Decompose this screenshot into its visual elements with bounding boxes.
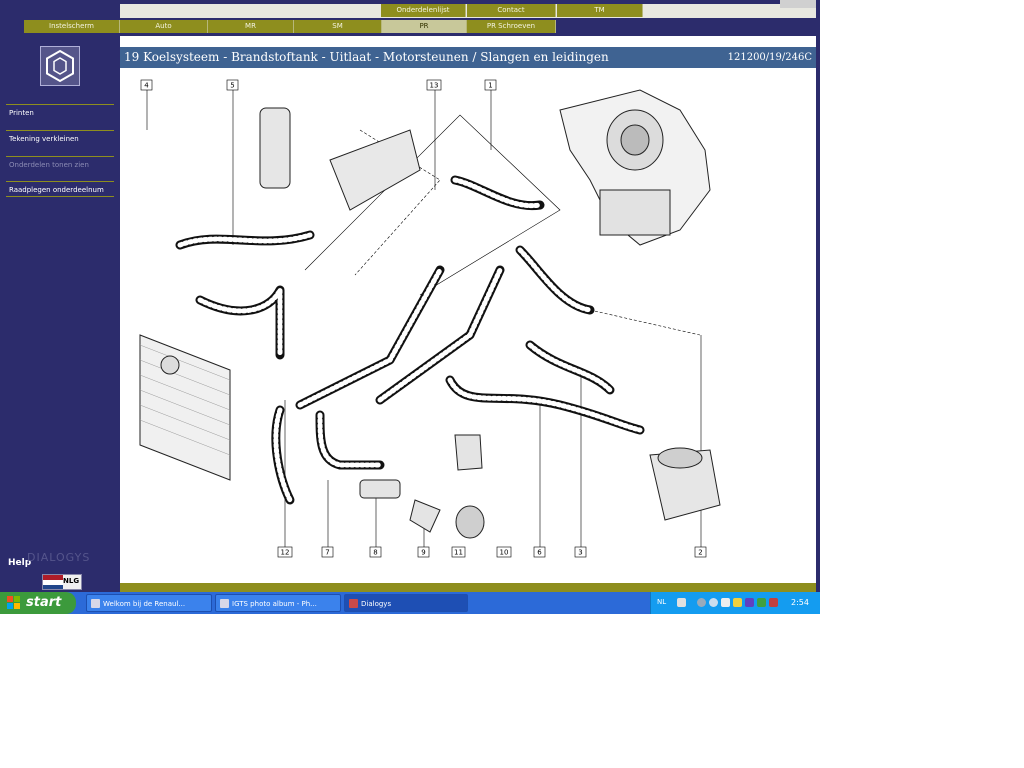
callout-label[interactable]: 11 xyxy=(454,549,463,557)
callout-label[interactable]: 7 xyxy=(325,549,329,557)
monitor-tray-icon[interactable] xyxy=(757,598,766,607)
flag-red-stripe xyxy=(43,575,63,580)
dialogys-brand: DIALOGYS xyxy=(27,551,91,564)
flag-blue-stripe xyxy=(43,585,63,589)
sidebar-item-raadplegen[interactable]: Raadplegen onderdeelnum xyxy=(6,181,114,197)
language-code: NLG xyxy=(63,577,80,585)
tab-pr[interactable]: PR xyxy=(382,20,467,33)
callout-label[interactable]: 5 xyxy=(230,82,234,90)
task-label: Dialogys xyxy=(361,600,392,608)
globe-icon[interactable] xyxy=(709,598,718,607)
window-border xyxy=(816,0,820,592)
hose-diagram-svg: 4 5 13 1 12 7 8 9 11 10 xyxy=(139,79,721,558)
browser-icon xyxy=(220,599,229,608)
taskbar-item-photo-album[interactable]: IGTS photo album - Ph... xyxy=(215,594,341,612)
parts-diagram: 4 5 13 1 12 7 8 9 11 10 xyxy=(120,70,816,582)
dialogys-window: Onderdelenlijst Contact TM Instelscherm … xyxy=(0,0,820,592)
window-controls[interactable] xyxy=(780,0,816,8)
start-label: start xyxy=(26,595,62,610)
network-icon[interactable] xyxy=(697,598,706,607)
tab-sm[interactable]: SM xyxy=(294,20,382,33)
tab-pr-schroeven[interactable]: PR Schroeven xyxy=(467,20,556,33)
callouts-top: 4 5 13 1 xyxy=(140,79,497,91)
callout-label[interactable]: 1 xyxy=(488,82,492,90)
windows-flag-icon xyxy=(7,596,20,609)
diagram-code: 121200/19/246C xyxy=(727,52,812,63)
callout-label[interactable]: 12 xyxy=(281,549,290,557)
renault-logo xyxy=(40,46,80,86)
callout-label[interactable]: 3 xyxy=(578,549,582,557)
dialogys-app-icon xyxy=(349,599,358,608)
sidebar xyxy=(0,36,120,592)
callout-label[interactable]: 4 xyxy=(144,82,149,90)
tab-mr[interactable]: MR xyxy=(208,20,294,33)
callout-label[interactable]: 6 xyxy=(537,549,542,557)
callout-label[interactable]: 2 xyxy=(698,549,702,557)
tab-auto[interactable]: Auto xyxy=(120,20,208,33)
security-shield-icon[interactable] xyxy=(733,598,742,607)
alert-tray-icon[interactable] xyxy=(769,598,778,607)
hexagon-logo-icon xyxy=(46,49,74,83)
flag-white-stripe xyxy=(43,580,63,585)
bottom-status-bar xyxy=(120,583,816,592)
taskbar-item-dialogys[interactable]: Dialogys xyxy=(344,594,468,612)
callout-label[interactable]: 8 xyxy=(373,549,377,557)
help-link[interactable]: Help xyxy=(8,558,32,568)
callout-label[interactable]: 9 xyxy=(421,549,425,557)
callouts-bottom: 12 7 8 9 11 10 6 3 2 xyxy=(277,546,707,558)
speaker-icon[interactable] xyxy=(721,598,730,607)
task-label: Welkom bij de Renaul... xyxy=(103,600,186,608)
start-button[interactable]: start xyxy=(0,592,76,614)
language-flag[interactable]: NLG xyxy=(42,574,82,590)
tab-onderdelenlijst[interactable]: Onderdelenlijst xyxy=(381,4,466,17)
system-tray: NL 2:54 xyxy=(650,592,820,614)
tab-contact[interactable]: Contact xyxy=(467,4,556,17)
language-indicator[interactable]: NL xyxy=(657,598,667,606)
taskbar-item-renault[interactable]: Welkom bij de Renaul... xyxy=(86,594,212,612)
page-title: 19 Koelsysteem - Brandstoftank - Uitlaat… xyxy=(120,47,816,68)
clock: 2:54 xyxy=(791,598,809,607)
title-text: 19 Koelsysteem - Brandstoftank - Uitlaat… xyxy=(124,50,609,64)
browser-icon xyxy=(91,599,100,608)
sidebar-item-printen[interactable]: Printen xyxy=(6,104,114,120)
tab-tm[interactable]: TM xyxy=(557,4,643,17)
callout-label[interactable]: 10 xyxy=(500,549,509,557)
keyboard-icon[interactable] xyxy=(677,598,686,607)
task-label: IGTS photo album - Ph... xyxy=(232,600,317,608)
callout-label[interactable]: 13 xyxy=(430,82,439,90)
sidebar-item-onderdelen-tonen: Onderdelen tonen zien xyxy=(6,156,114,172)
tab-instelscherm[interactable]: Instelscherm xyxy=(24,20,120,33)
windows-taskbar: start Welkom bij de Renaul... IGTS photo… xyxy=(0,592,820,614)
sidebar-item-tekening-verkleinen[interactable]: Tekening verkleinen xyxy=(6,130,114,146)
app-tray-icon[interactable] xyxy=(745,598,754,607)
